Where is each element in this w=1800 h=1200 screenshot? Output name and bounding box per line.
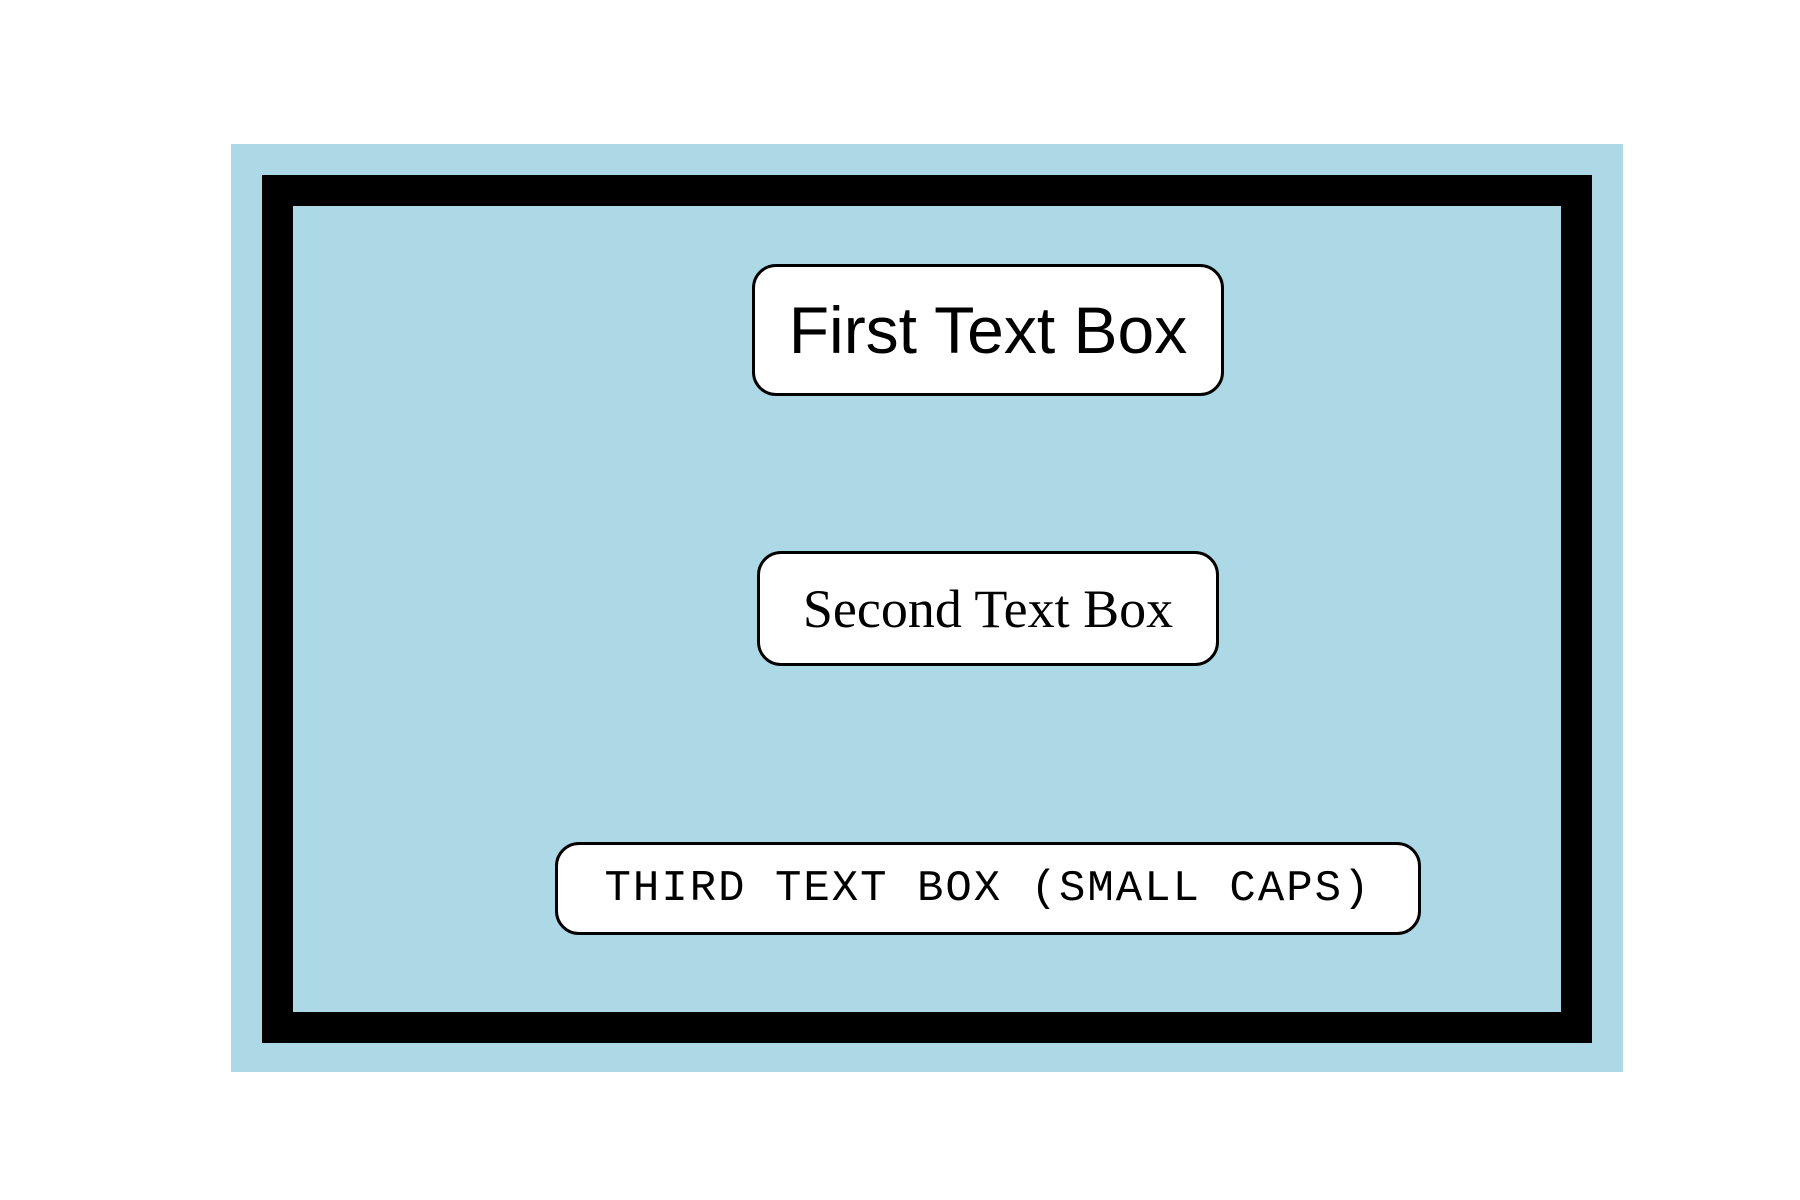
outer-panel: First Text Box Second Text Box THIRD TEX… [231,144,1623,1072]
first-text-box: First Text Box [752,264,1224,396]
third-text-box: THIRD TEXT BOX (SMALL CAPS) [555,842,1421,935]
first-text-box-label: First Text Box [788,293,1188,367]
second-text-box-label: Second Text Box [802,578,1174,639]
inner-frame: First Text Box Second Text Box THIRD TEX… [262,175,1592,1043]
third-text-box-label: THIRD TEXT BOX (SMALL CAPS) [604,863,1372,914]
second-text-box: Second Text Box [757,551,1219,666]
